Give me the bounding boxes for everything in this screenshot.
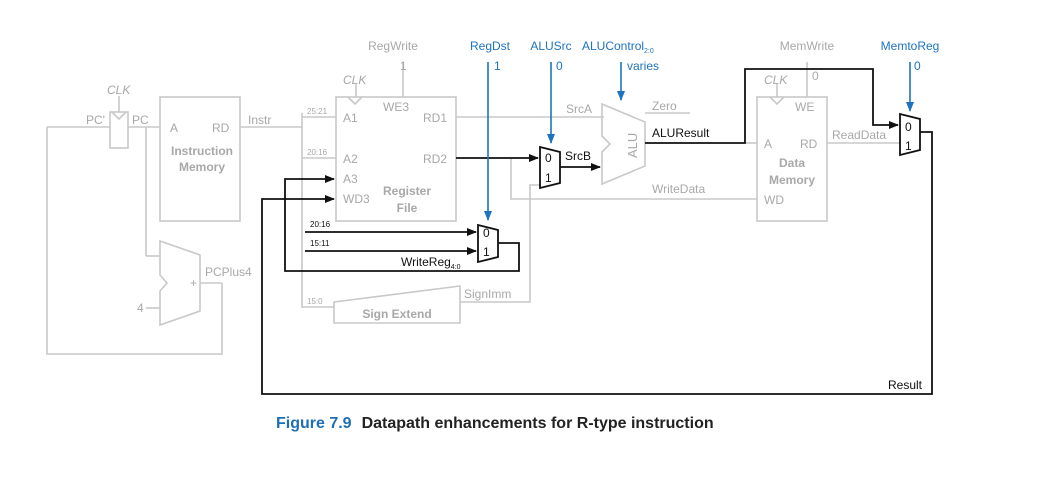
memtoreg-value: 0 <box>914 59 921 73</box>
instr-label: Instr <box>248 113 271 127</box>
signext-label: Sign Extend <box>362 307 431 321</box>
clk-label-pc: CLK <box>107 83 131 97</box>
field-20-16-b: 20:16 <box>310 220 331 229</box>
clk-label-dmem: CLK <box>764 73 788 87</box>
memwrite-label: MemWrite <box>780 39 835 53</box>
active-datapath <box>261 68 933 395</box>
writereg-label: WriteReg4:0 <box>401 255 461 271</box>
inactive-labels: CLK CLK CLK PC' PC A RD Instruction Memo… <box>86 39 886 321</box>
zero-label: Zero <box>652 99 677 113</box>
dmem-wd-label: WD <box>764 193 784 207</box>
const-four: 4 <box>137 301 144 315</box>
writereg-mux <box>477 223 499 264</box>
figure-caption: Figure 7.9 Datapath enhancements for R-ty… <box>276 415 714 433</box>
instruction-memory-box <box>159 96 241 222</box>
rf-title-1: Register <box>383 184 431 198</box>
memtoreg-label: MemtoReg <box>881 39 940 53</box>
pc-prime-label: PC' <box>86 113 105 127</box>
srcb-mux <box>539 145 561 190</box>
clk-label-regfile: CLK <box>343 73 367 87</box>
writedata-label: WriteData <box>652 182 705 196</box>
rf-title-2: File <box>397 201 418 215</box>
field-15-0: 15:0 <box>307 297 323 306</box>
figure-number: Figure 7.9 <box>276 415 352 432</box>
field-15-11: 15:11 <box>310 239 330 248</box>
rf-rd1-label: RD1 <box>423 111 447 125</box>
srcb-label: SrcB <box>565 149 591 163</box>
rf-we3-label: WE3 <box>383 100 409 114</box>
pc-register <box>109 111 129 149</box>
rf-a3-label: A3 <box>343 172 358 186</box>
srcb-mux-in0: 0 <box>545 151 552 165</box>
alu-shape <box>601 102 646 186</box>
regwrite-value: 1 <box>400 59 407 73</box>
alusrc-value: 0 <box>556 59 563 73</box>
active-labels: SrcB ALUResult 0 1 0 1 0 1 20:16 15:11 W… <box>310 120 923 392</box>
result-label: Result <box>888 378 923 392</box>
imem-rd-label: RD <box>212 121 230 135</box>
dmem-title-1: Data <box>779 156 805 170</box>
dmem-rd-label: RD <box>800 137 818 151</box>
alusrc-label: ALUSrc <box>530 39 571 53</box>
writereg-mux-in1: 1 <box>483 245 490 259</box>
field-20-16: 20:16 <box>307 148 328 157</box>
pc-clock-triangle <box>111 111 127 121</box>
memtoreg-mux-in1: 1 <box>905 139 912 153</box>
control-labels: RegDst 1 ALUSrc 0 ALUControl2:0 varies M… <box>470 39 939 73</box>
pcplus4-label: PCPlus4 <box>205 265 252 279</box>
rf-wd3-label: WD3 <box>343 192 370 206</box>
imem-title-2: Memory <box>179 160 225 174</box>
control-lines <box>484 62 914 221</box>
sign-extend-box <box>333 285 461 324</box>
memtoreg-mux <box>899 112 921 157</box>
writereg-mux-in0: 0 <box>483 226 490 240</box>
inactive-datapath <box>46 62 900 355</box>
dmem-a-label: A <box>764 137 772 151</box>
memwrite-value: 0 <box>812 69 819 83</box>
regwrite-label: RegWrite <box>368 39 418 53</box>
regdst-value: 1 <box>494 59 501 73</box>
field-25-21: 25:21 <box>307 107 328 116</box>
imem-title-1: Instruction <box>171 144 233 158</box>
register-file-box <box>335 96 457 222</box>
signimm-label: SignImm <box>464 287 511 301</box>
srca-label: SrcA <box>566 102 592 116</box>
data-memory-box <box>756 96 828 222</box>
memtoreg-mux-in0: 0 <box>905 120 912 134</box>
srcb-mux-in1: 1 <box>545 171 552 185</box>
figure-title: Datapath enhancements for R-type instruc… <box>361 415 714 432</box>
regdst-label: RegDst <box>470 39 511 53</box>
rf-rd2-label: RD2 <box>423 152 447 166</box>
imem-a-label: A <box>170 121 178 135</box>
alucontrol-label: ALUControl2:0 <box>582 39 654 55</box>
readdata-label: ReadData <box>832 128 886 142</box>
rf-a2-label: A2 <box>343 152 358 166</box>
dmem-we-label: WE <box>795 100 814 114</box>
alu-label: ALU <box>625 133 640 158</box>
rf-a1-label: A1 <box>343 111 358 125</box>
pc-label: PC <box>132 113 149 127</box>
adder-plus: + <box>190 276 197 290</box>
aluresult-label: ALUResult <box>652 126 710 140</box>
dmem-title-2: Memory <box>769 173 815 187</box>
alucontrol-value: varies <box>627 59 659 73</box>
